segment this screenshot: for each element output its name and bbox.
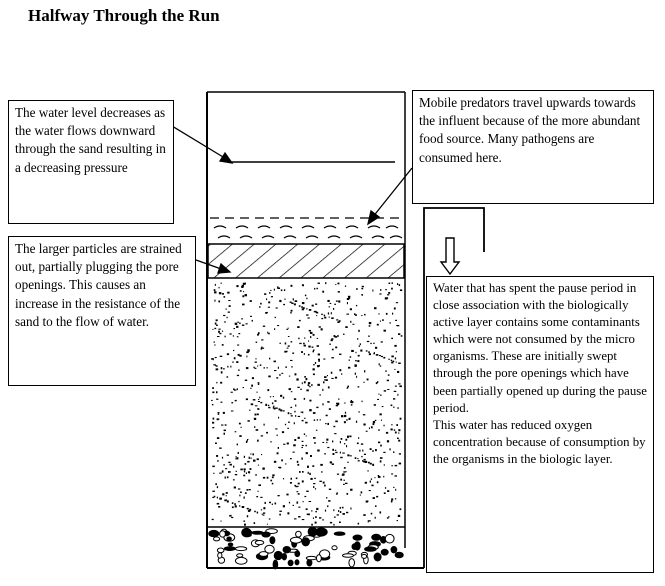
page-title: Halfway Through the Run [28,6,220,25]
label-water-level: The water level decreases as the water f… [8,100,174,224]
filter-container [206,91,424,569]
flow-arrow-icon [439,237,461,276]
pointer-arrows [171,125,413,274]
outlet-pipe [423,207,485,568]
schmutzdecke-layer [207,243,405,279]
sand-bed [211,282,403,526]
label-larger-particles: The larger particles are strained out, p… [8,236,196,386]
gravel-layer [207,526,405,570]
label-mobile-predators: Mobile predators travel upwards towards … [412,90,654,204]
biological-layer [210,217,403,239]
label-pause-water: Water that has spent the pause period in… [426,276,654,573]
